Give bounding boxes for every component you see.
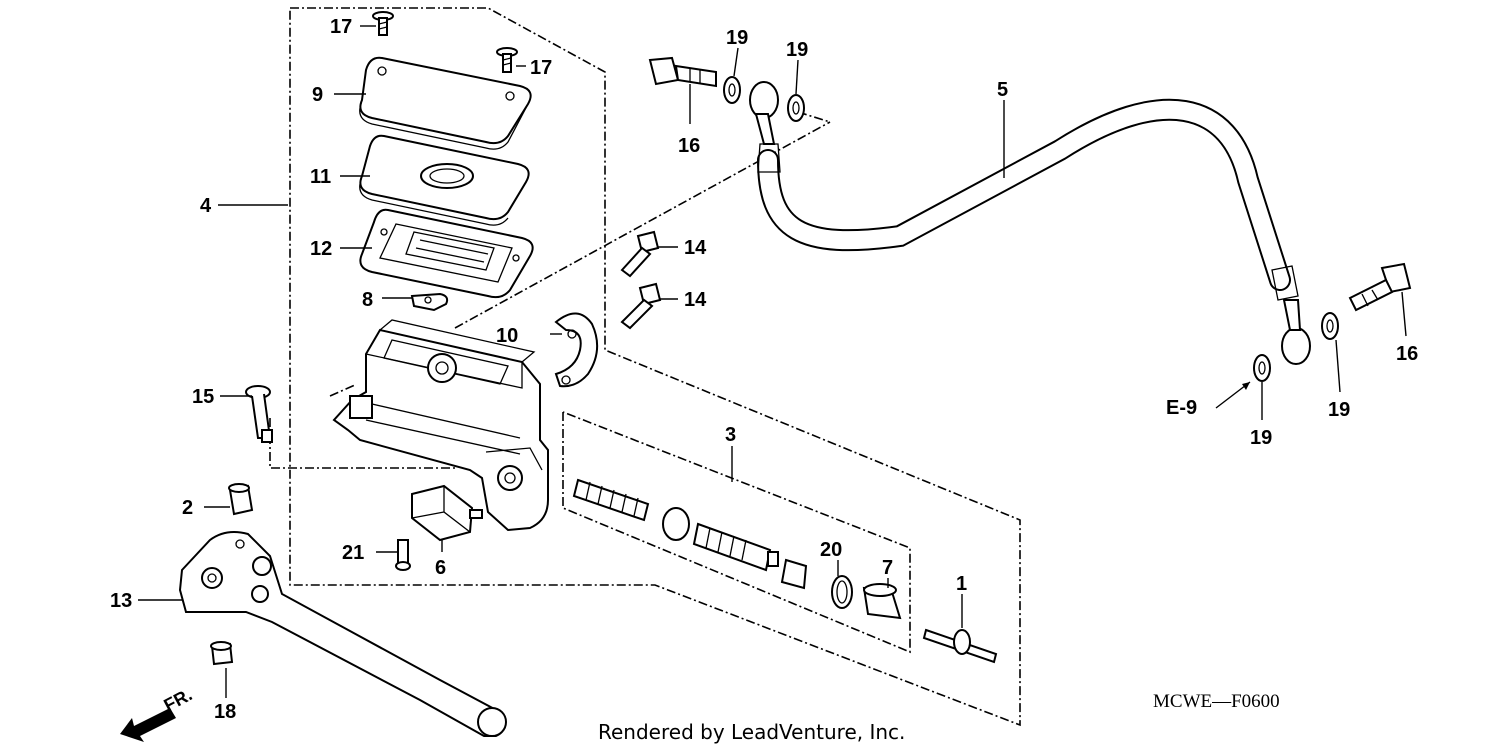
- diaphragm-plate-11: [359, 134, 530, 226]
- body-guide-line: [329, 384, 356, 397]
- callout-10: 10: [496, 325, 518, 347]
- master-cylinder-body-4: [332, 319, 549, 532]
- credit-text: Rendered by LeadVenture, Inc.: [598, 720, 905, 744]
- callout-17-top: 17: [330, 16, 352, 38]
- bolt-14-upper: [620, 230, 660, 278]
- assembly-4-boundary: [289, 7, 1021, 727]
- float-plate-8: [410, 292, 449, 312]
- callout-18: 18: [214, 701, 236, 723]
- callout-7: 7: [882, 557, 893, 579]
- callout-16-right: 16: [1396, 343, 1418, 365]
- piston-set-3: [572, 478, 808, 590]
- collar-2: [228, 483, 254, 516]
- push-rod-1: [922, 628, 998, 664]
- circlip-20: [831, 575, 853, 609]
- hose-guide-line: [454, 121, 831, 329]
- diagram-code: MCWE—F0600: [1153, 691, 1280, 712]
- callout-11: 11: [310, 166, 331, 188]
- oil-bolt-16-right: [1348, 262, 1412, 312]
- washer-19-a: [723, 76, 741, 104]
- callout-1: 1: [956, 573, 967, 595]
- washer-19-d: [1321, 312, 1339, 340]
- callout-8: 8: [362, 289, 373, 311]
- callout-16-left: 16: [678, 135, 700, 157]
- callout-19-a: 19: [726, 27, 748, 49]
- reference-e9: E-9: [1166, 397, 1197, 419]
- callout-15: 15: [192, 386, 214, 408]
- callout-5: 5: [997, 79, 1008, 101]
- callout-14-lower: 14: [684, 289, 707, 311]
- clutch-hose-5: [749, 81, 1311, 365]
- leader-lines: [138, 25, 1407, 698]
- callout-14-upper: 14: [684, 237, 707, 259]
- switch-6: [411, 484, 483, 542]
- front-arrow-icon: [120, 708, 176, 742]
- reservoir-cap-9: [359, 56, 532, 150]
- screw-21: [395, 539, 411, 571]
- screw-17-right: [496, 47, 518, 73]
- callout-19-d: 19: [1328, 399, 1350, 421]
- oil-bolt-16-left: [648, 56, 717, 88]
- callout-19-b: 19: [786, 39, 808, 61]
- pivot-guide-line: [269, 418, 455, 469]
- diaphragm-12: [359, 208, 534, 299]
- callout-20: 20: [820, 539, 842, 561]
- assembly-3-boundary: [562, 411, 911, 654]
- callout-21: 21: [342, 542, 364, 564]
- washer-19-c: [1253, 354, 1271, 382]
- washer-19-b: [787, 94, 805, 122]
- pivot-bolt-15: [245, 385, 273, 443]
- callout-9: 9: [312, 84, 323, 106]
- callout-2: 2: [182, 497, 193, 519]
- holder-clamp-10: [554, 312, 599, 388]
- screw-17-top: [372, 11, 394, 36]
- callout-12: 12: [310, 238, 332, 260]
- callout-3: 3: [725, 424, 736, 446]
- callout-6: 6: [435, 557, 446, 579]
- bolt-14-lower: [620, 282, 662, 330]
- callout-13: 13: [110, 590, 132, 612]
- boot-7: [862, 583, 902, 620]
- callout-4: 4: [200, 195, 212, 217]
- callout-19-c: 19: [1250, 427, 1272, 449]
- clutch-lever-13: [178, 531, 507, 737]
- bushing-18: [210, 641, 234, 666]
- callout-17-right: 17: [530, 57, 552, 79]
